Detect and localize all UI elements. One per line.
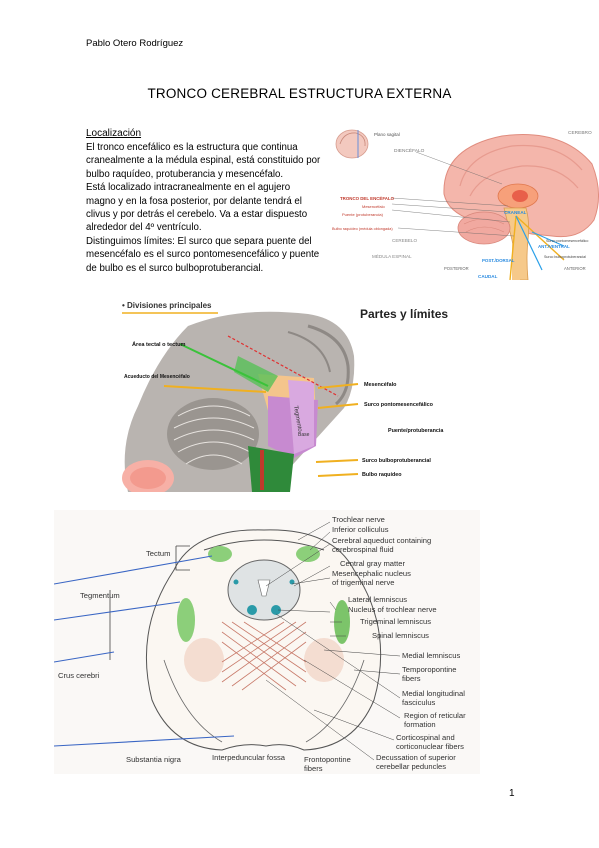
- label-right-4: Central gray matter: [340, 559, 405, 568]
- label-posterior: POSTERIOR: [444, 266, 469, 271]
- page-title: TRONCO CEREBRAL ESTRUCTURA EXTERNA: [147, 86, 452, 101]
- brain-section-image: [122, 311, 359, 492]
- label-right-12: Temporopontine: [402, 665, 456, 674]
- label-tegmento: Tegmento: [292, 405, 303, 433]
- label-mesencefalo: Mesencéfalo: [364, 382, 397, 388]
- label-puente: Puente (protuberancia): [342, 212, 384, 217]
- figure-title: Partes y límites: [360, 307, 448, 321]
- label-right-9: Trigeminal lemniscus: [360, 617, 431, 626]
- page-number: 1: [509, 788, 515, 799]
- paragraph: Está localizado intracranealmente en el …: [86, 182, 308, 234]
- label-bulbo: Bulbo raquídeo (médula oblongada): [332, 227, 393, 231]
- label-tectum: Tectum: [146, 549, 170, 558]
- label-right-19: corticonuclear fibers: [396, 742, 464, 751]
- label-right-18: Corticospinal and: [396, 733, 455, 742]
- label-craneal: CRANEAL: [504, 210, 527, 215]
- sagittal-brain-figure: Plano sagital CEREBRO DIENCÉFALO TRONCO …: [332, 129, 599, 280]
- right-leader-lines: [265, 521, 401, 761]
- label-right-15: fasciculus: [402, 698, 436, 707]
- label-right-13: fibers: [402, 674, 421, 683]
- label-frontopontine-2: fibers: [304, 764, 323, 773]
- label-right-5: Mesencephalic nucleus: [332, 569, 411, 578]
- label-crus-cerebri: Crus cerebri: [58, 671, 100, 680]
- localizacion-text: El tronco encefálico es la estructura qu…: [86, 141, 322, 275]
- label-surco-pontomes: Surco pontomesencefálico: [546, 239, 588, 243]
- orientation-axes: [509, 215, 565, 280]
- label-right-3: cerebrospinal fluid: [332, 545, 394, 554]
- blue-arrows: [54, 555, 235, 747]
- paragraph: El tronco encefálico es la estructura qu…: [86, 142, 321, 180]
- label-cerebro: CEREBRO: [568, 130, 592, 136]
- label-area-tectal: Área tectal o tectum: [132, 341, 185, 348]
- label-mesencefalo: Mesencéfalo: [362, 204, 385, 209]
- partes-limites-figure: • Divisiones principales Partes y límite…: [118, 296, 468, 492]
- label-right-11: Medial lemniscus: [402, 651, 460, 660]
- midbrain-cross-section-figure: Trochlear nerve Inferior colliculus Cere…: [54, 510, 480, 774]
- section-heading-localizacion: Localización: [86, 128, 142, 139]
- paragraph: Distinguimos límites: El surco que separ…: [86, 235, 320, 274]
- label-tegmentum: Tegmentum: [80, 591, 120, 600]
- label-substantia-nigra: Substantia nigra: [126, 755, 182, 764]
- left-brackets: [109, 545, 190, 660]
- label-right-2: Cerebral aqueduct containing: [332, 536, 431, 545]
- author-name: Pablo Otero Rodríguez: [86, 38, 184, 49]
- label-plano-sagital: Plano sagital: [374, 132, 400, 137]
- label-right-1: Inferior colliculus: [332, 525, 389, 534]
- label-right-6: of trigeminal nerve: [332, 578, 394, 587]
- label-surco-pontomes: Surco pontomesencefálico: [364, 402, 434, 408]
- label-puente: Puente/protuberancia: [388, 428, 444, 434]
- label-base: Base: [298, 432, 310, 438]
- figure-heading: • Divisiones principales: [122, 301, 212, 310]
- label-right-8: Nucleus of trochlear nerve: [348, 605, 437, 614]
- label-diencefalo: DIENCÉFALO: [394, 147, 425, 154]
- label-ant-ventral: ANT./VENTRAL: [538, 244, 570, 249]
- label-cerebelo: CEREBELO: [392, 238, 417, 243]
- label-bulbo: Bulbo raquídeo: [362, 472, 402, 478]
- label-caudal: CAUDAL: [478, 274, 498, 279]
- label-interpeduncular: Interpeduncular fossa: [212, 753, 286, 762]
- label-right-21: cerebellar peduncles: [376, 762, 446, 771]
- label-frontopontine-1: Frontopontine: [304, 755, 351, 764]
- label-right-7: Lateral lemniscus: [348, 595, 407, 604]
- label-medula: MÉDULA ESPINAL: [372, 253, 412, 259]
- label-right-17: formation: [404, 720, 436, 729]
- leader-lines: [391, 151, 515, 237]
- label-tronco: TRONCO DEL ENCÉFALO: [340, 196, 395, 201]
- inset-head-image: [335, 129, 369, 159]
- label-right-10: Spinal lemniscus: [372, 631, 429, 640]
- brain-sagittal-image: [443, 134, 599, 280]
- label-right-20: Decussation of superior: [376, 753, 456, 762]
- label-surco-bulbo: Surco bulboprotuberancial: [544, 255, 586, 259]
- label-surco-bulbo: Surco bulboprotuberancial: [362, 458, 431, 464]
- label-acueducto: Acueducto del Mesencéfalo: [124, 374, 190, 380]
- label-anterior: ANTERIOR: [564, 266, 586, 271]
- label-right-0: Trochlear nerve: [332, 515, 385, 524]
- label-right-16: Region of reticular: [404, 711, 466, 720]
- label-right-14: Medial longitudinal: [402, 689, 465, 698]
- label-post-dorsal: POST./DORSAL: [482, 258, 515, 263]
